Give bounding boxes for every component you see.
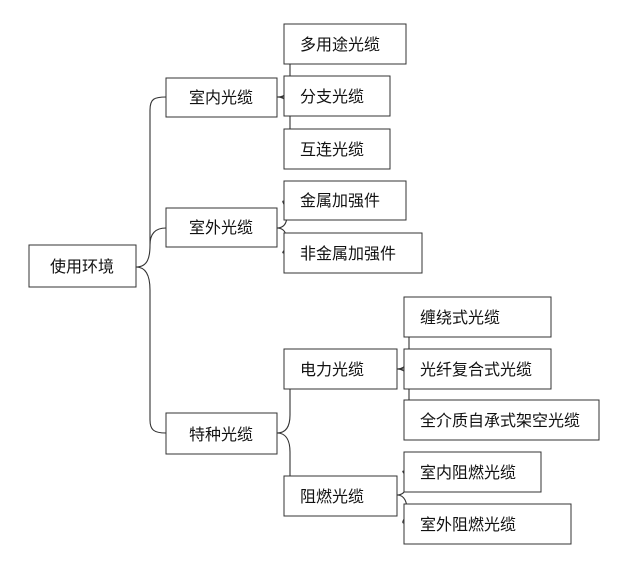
node-root-label: 使用环境 <box>50 257 114 276</box>
node-outdoor-item-2-label: 非金属加强件 <box>300 244 396 263</box>
node-indoor-label: 室内光缆 <box>189 88 253 107</box>
node-outdoor-item-2: 非金属加强件 <box>283 232 423 274</box>
node-flame: 阻燃光缆 <box>283 475 398 517</box>
node-power-item-3-label: 全介质自承式架空光缆 <box>420 411 580 430</box>
node-special: 特种光缆 <box>165 412 278 455</box>
node-power: 电力光缆 <box>283 348 398 390</box>
node-power-item-2-label: 光纤复合式光缆 <box>420 360 532 379</box>
node-power-label: 电力光缆 <box>300 360 364 379</box>
node-indoor-item-1-label: 多用途光缆 <box>300 35 380 54</box>
node-flame-item-2: 室外阻燃光缆 <box>403 503 572 545</box>
node-indoor-item-2-label: 分支光缆 <box>300 87 364 106</box>
node-indoor-item-3-label: 互连光缆 <box>300 140 364 159</box>
node-power-item-1-label: 缠绕式光缆 <box>420 308 500 327</box>
node-flame-item-1: 室内阻燃光缆 <box>403 451 542 493</box>
node-outdoor-item-1: 金属加强件 <box>283 180 407 221</box>
node-special-label: 特种光缆 <box>189 425 253 444</box>
node-flame-label: 阻燃光缆 <box>300 487 364 506</box>
node-power-item-2: 光纤复合式光缆 <box>403 348 552 390</box>
node-indoor-item-2: 分支光缆 <box>283 75 391 117</box>
node-indoor: 室内光缆 <box>165 77 278 118</box>
connector-root <box>135 96 167 434</box>
node-flame-item-1-label: 室内阻燃光缆 <box>420 463 516 482</box>
node-outdoor-item-1-label: 金属加强件 <box>300 191 380 210</box>
node-indoor-item-3: 互连光缆 <box>283 128 391 170</box>
node-root: 使用环境 <box>28 244 137 288</box>
node-power-item-1: 缠绕式光缆 <box>403 296 552 338</box>
node-outdoor-label: 室外光缆 <box>189 218 253 237</box>
node-indoor-item-1: 多用途光缆 <box>283 23 407 65</box>
node-flame-item-2-label: 室外阻燃光缆 <box>420 515 516 534</box>
node-outdoor: 室外光缆 <box>165 207 278 248</box>
node-power-item-3: 全介质自承式架空光缆 <box>403 399 600 441</box>
